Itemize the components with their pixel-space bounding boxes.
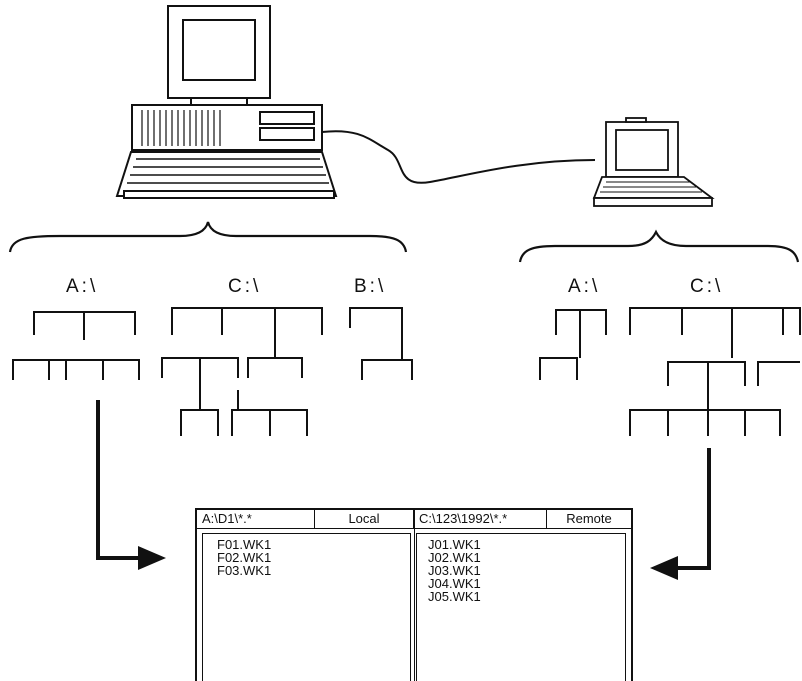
local-b-drive-label: B:\: [354, 276, 387, 297]
list-item[interactable]: J02.WK1: [428, 550, 481, 565]
local-transfer-arrow: [96, 400, 166, 570]
remote-transfer-arrow: [650, 448, 711, 580]
local-c-drive-label: C:\: [228, 276, 262, 297]
list-item[interactable]: J03.WK1: [428, 563, 481, 578]
local-a-drive-label: A:\: [66, 276, 99, 297]
local-pane-frame: [202, 533, 411, 681]
remote-file-list: J01.WK1 J02.WK1 J03.WK1 J04.WK1 J05.WK1: [428, 538, 481, 603]
cable-line: [321, 130, 596, 184]
remote-pane-frame: [416, 533, 626, 681]
list-item[interactable]: J01.WK1: [428, 537, 481, 552]
desktop-computer-icon: [115, 5, 338, 199]
remote-c-drive-label: C:\: [690, 276, 724, 297]
file-transfer-panel: A:\D1\*.* Local C:\123\1992\*.* Remote F…: [195, 508, 633, 681]
remote-c-drive-tree: [629, 307, 801, 436]
remote-path-field[interactable]: C:\123\1992\*.*: [414, 510, 547, 528]
local-a-drive-tree: [12, 311, 140, 380]
pane-divider: [414, 510, 415, 681]
laptop-computer-icon: [592, 117, 715, 207]
list-item[interactable]: F02.WK1: [217, 550, 272, 565]
list-item[interactable]: F01.WK1: [217, 537, 272, 552]
remote-a-drive-label: A:\: [568, 276, 601, 297]
local-pane-label: Local: [315, 510, 414, 528]
local-c-drive-tree: [161, 307, 323, 436]
list-item[interactable]: F03.WK1: [217, 563, 272, 578]
local-file-list: F01.WK1 F02.WK1 F03.WK1: [217, 538, 271, 577]
local-path-field[interactable]: A:\D1\*.*: [197, 510, 315, 528]
list-item[interactable]: J05.WK1: [428, 589, 481, 604]
local-b-drive-tree: [349, 307, 413, 380]
remote-pane-label: Remote: [566, 511, 612, 526]
list-item[interactable]: J04.WK1: [428, 576, 481, 591]
remote-a-drive-tree: [539, 309, 607, 380]
remote-drives-brace: [518, 229, 800, 263]
local-drives-brace: [8, 221, 408, 253]
